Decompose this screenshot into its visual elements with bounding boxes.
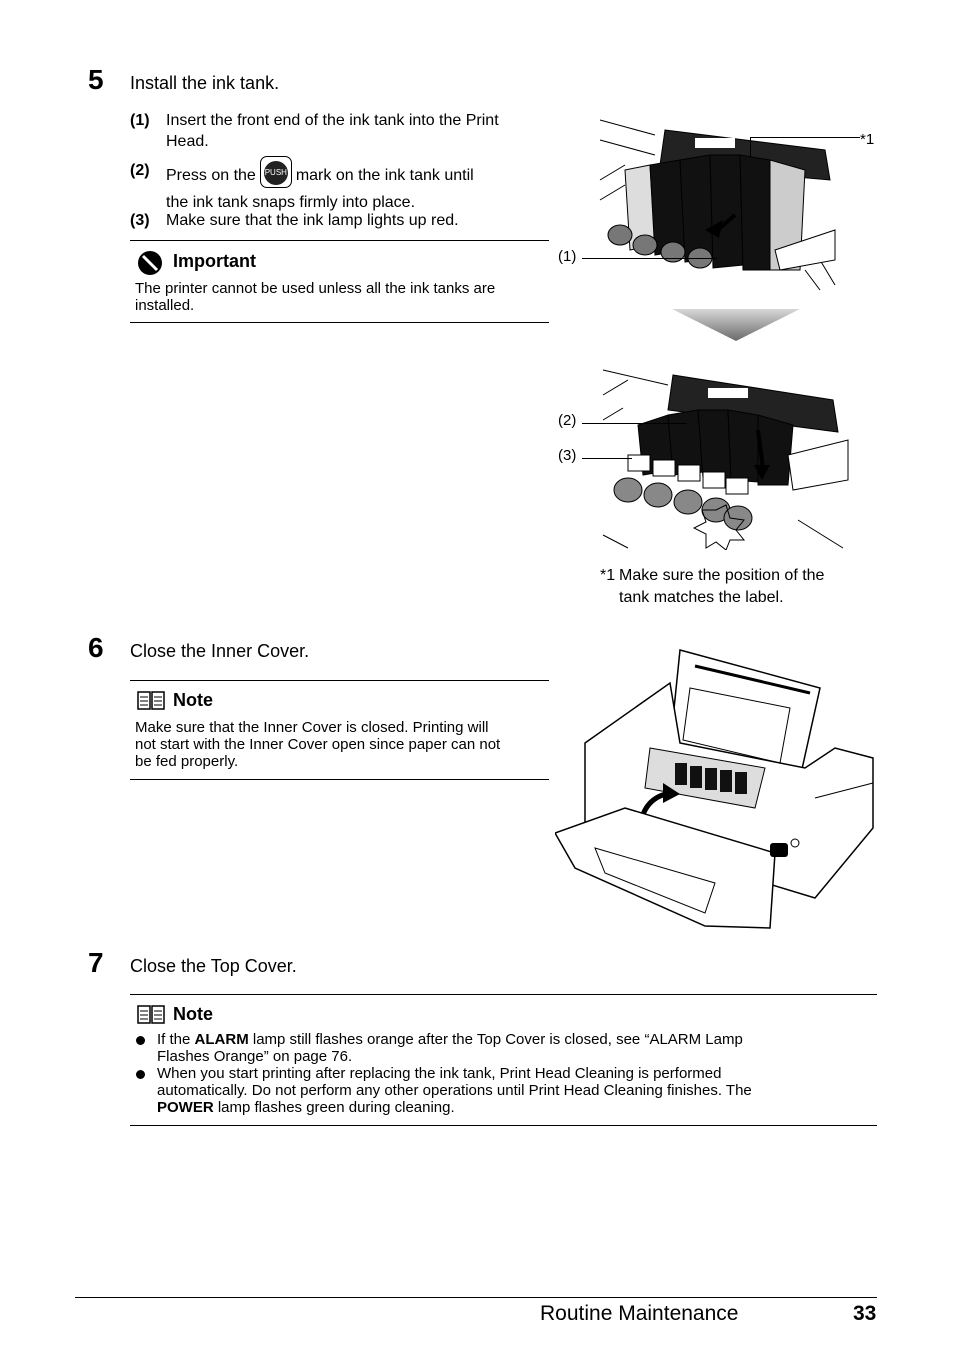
step-5-title: Install the ink tank. xyxy=(130,73,280,93)
item-number: (2) xyxy=(130,162,150,179)
label-2-leader-line xyxy=(582,423,687,424)
label-3-leader-line xyxy=(582,458,632,459)
important-box-top-rule xyxy=(130,240,549,241)
footnote-marker: *1 xyxy=(600,567,616,584)
printer-inner-cover-illustration xyxy=(553,648,875,930)
note-box-6-bottom-rule xyxy=(130,779,549,780)
important-icon xyxy=(137,250,163,276)
step-5-item-3: (3) Make sure that the ink lamp lights u… xyxy=(130,210,550,232)
figure-label-2: (2) xyxy=(558,412,577,429)
footer-section-title: Routine Maintenance xyxy=(540,1302,739,1325)
important-text: The printer cannot be used unless all th… xyxy=(135,280,496,314)
note-6-heading: Note xyxy=(173,690,213,710)
note-7-bullet-2: When you start printing after replacing … xyxy=(136,1065,876,1119)
important-heading: Important xyxy=(173,251,256,271)
push-mark-icon: PUSH xyxy=(259,156,292,188)
bullet-icon xyxy=(136,1036,145,1045)
label-1-leader-line xyxy=(582,258,717,259)
note-box-7-top-rule xyxy=(130,994,877,995)
star1-leader-drop xyxy=(750,137,751,157)
step-6-number: 6 xyxy=(88,632,104,663)
figure-label-1: (1) xyxy=(558,248,577,265)
note-book-icon xyxy=(137,1004,165,1026)
item-number: (1) xyxy=(130,112,150,129)
step-6-title: Close the Inner Cover. xyxy=(130,641,310,661)
step-5-item-1: (1) Insert the front end of the ink tank… xyxy=(130,110,550,154)
star1-leader-line xyxy=(750,137,860,138)
bullet-icon xyxy=(136,1070,145,1079)
bullet-text: When you start printing after replacing … xyxy=(157,1065,752,1116)
down-arrow-icon xyxy=(672,309,800,341)
note-6-text: Make sure that the Inner Cover is closed… xyxy=(135,719,501,770)
note-7-bullet-1: If the ALARM lamp still flashes orange a… xyxy=(136,1031,876,1067)
item-number: (3) xyxy=(130,212,150,229)
page-number: 33 xyxy=(853,1302,877,1325)
figure-label-star1: *1 xyxy=(860,131,875,148)
figure-label-3: (3) xyxy=(558,447,577,464)
step-7-title: Close the Top Cover. xyxy=(130,956,297,976)
bullet-text: If the ALARM lamp still flashes orange a… xyxy=(157,1031,743,1065)
item-text: Make sure that the ink lamp lights up re… xyxy=(166,212,459,229)
note-box-6-top-rule xyxy=(130,680,549,681)
note-box-7-bottom-rule xyxy=(130,1125,877,1126)
step-5-number: 5 xyxy=(88,64,104,95)
footer-rule xyxy=(75,1297,877,1298)
note-book-icon xyxy=(137,690,165,712)
ink-tank-seated-illustration xyxy=(598,360,850,551)
step-7-number: 7 xyxy=(88,947,104,978)
important-box-bottom-rule xyxy=(130,322,549,323)
ink-tank-insert-illustration xyxy=(595,110,840,295)
note-7-heading: Note xyxy=(173,1004,213,1024)
item-text: Insert the front end of the ink tank int… xyxy=(166,112,499,150)
